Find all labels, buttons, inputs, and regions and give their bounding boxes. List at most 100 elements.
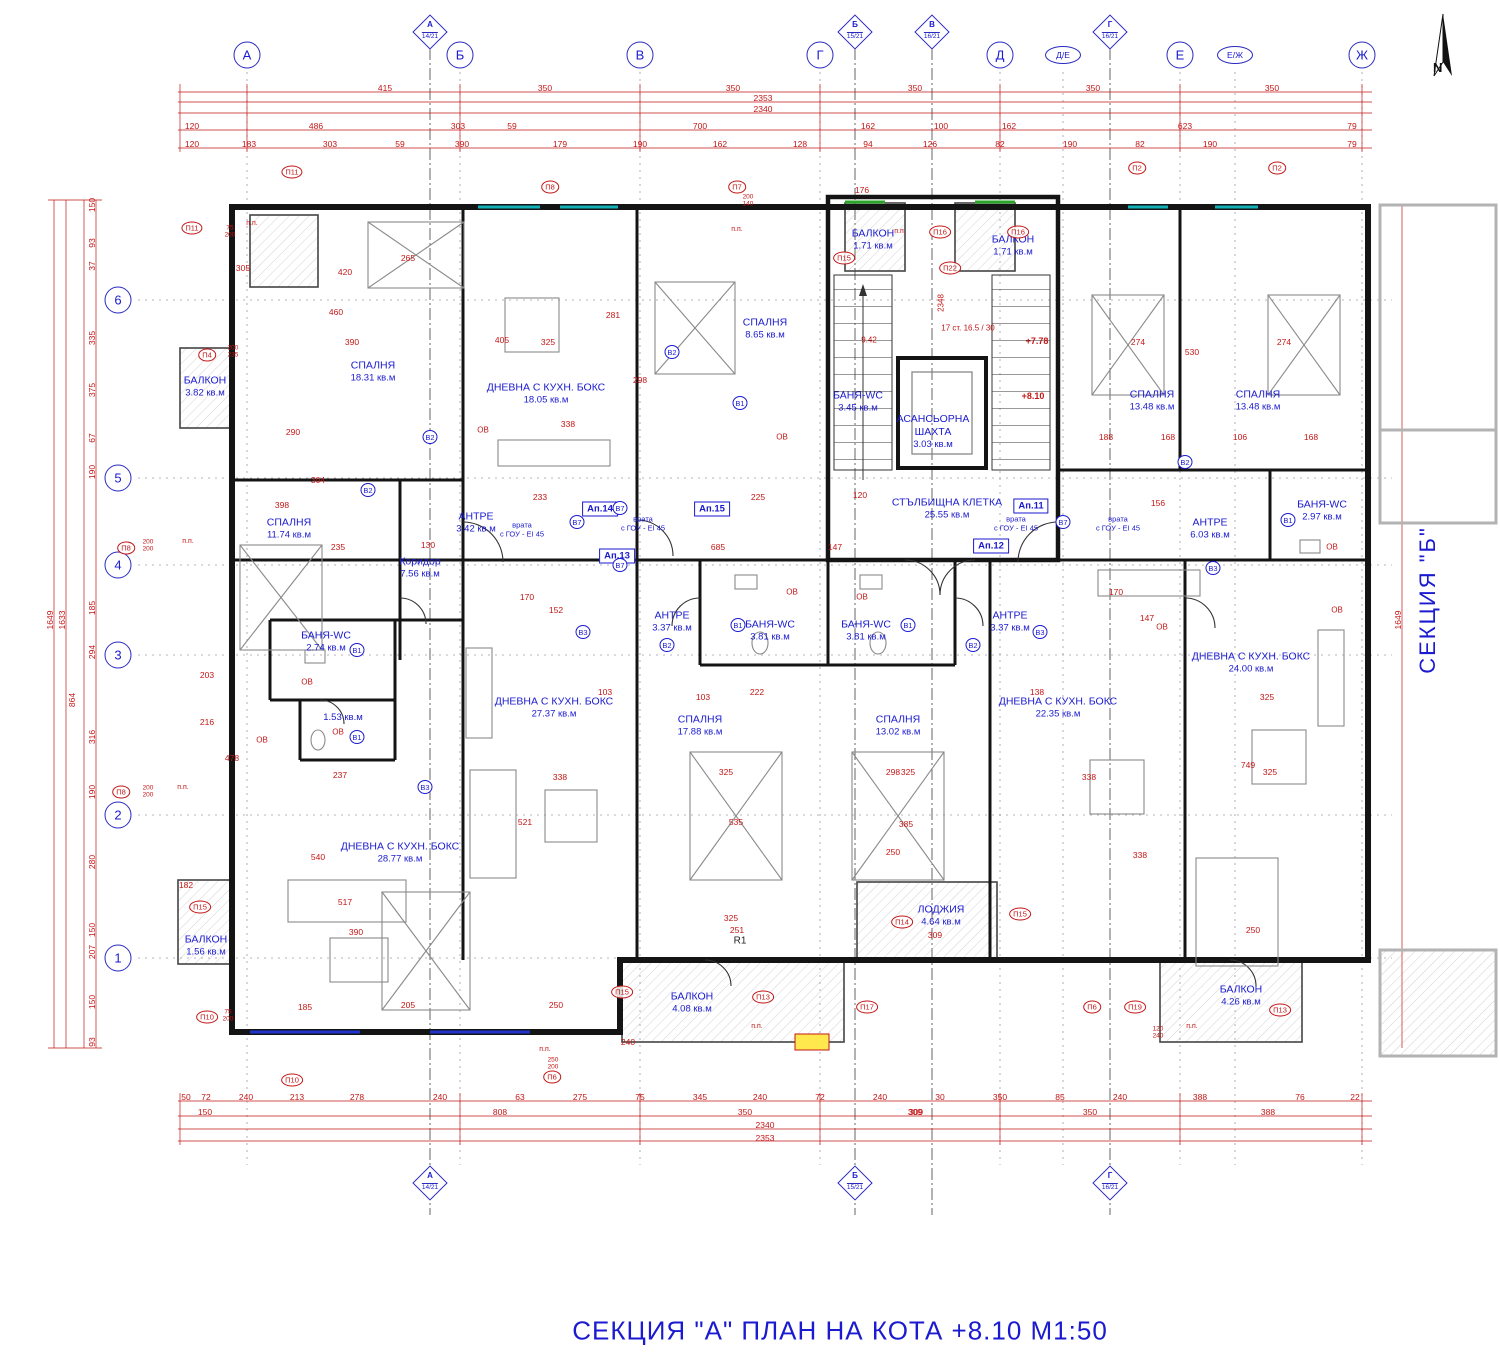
- panel-marker: П2: [1128, 161, 1146, 175]
- room-area: 13.02 кв.м: [875, 726, 921, 738]
- dimension-number: 338: [1132, 850, 1148, 860]
- panel-marker: П15: [1009, 907, 1031, 921]
- annotation-text: 120 240: [1152, 1025, 1164, 1040]
- dimension-number: 94: [863, 139, 873, 149]
- door-marker: В1: [900, 618, 916, 632]
- axis-label-top: А: [233, 41, 261, 69]
- dimension-number: 325: [718, 767, 734, 777]
- dimension-number: 120: [184, 139, 200, 149]
- door-marker: В7: [612, 501, 628, 515]
- section-marker-letter: А: [427, 20, 433, 29]
- room-area: 3.03 кв.м: [913, 439, 953, 451]
- panel-marker: П10: [196, 1010, 218, 1024]
- dimension-number: 213: [289, 1092, 305, 1102]
- room-name: БАНЯ-WC: [301, 629, 351, 642]
- dimension-number: 305: [235, 263, 251, 273]
- annotation-text: 9.42: [861, 335, 877, 345]
- dimension-number: 79: [1347, 139, 1357, 149]
- room-area: 17.88 кв.м: [677, 726, 723, 738]
- door-marker: В2: [664, 345, 680, 359]
- panel-marker: П2: [1268, 161, 1286, 175]
- section-marker-number: 14/21: [421, 32, 439, 40]
- dimension-number: 415: [377, 83, 393, 93]
- dimension-number: 350: [725, 83, 741, 93]
- annotation-text: ОВ: [1331, 605, 1343, 615]
- door-marker: В2: [360, 483, 376, 497]
- dimension-number: 309: [907, 1107, 923, 1117]
- dimension-number: 2340: [753, 104, 773, 114]
- dimension-number: 188: [1098, 432, 1114, 442]
- annotation-text: 200 140: [742, 193, 754, 208]
- annotation-text: п.п.: [1186, 1022, 1198, 1030]
- section-marker-letter: Г: [1107, 20, 1113, 29]
- axis-label-top: Д/Е: [1045, 46, 1081, 64]
- dimension-number: 168: [1303, 432, 1319, 442]
- dimension-number: 152: [548, 605, 564, 615]
- dimension-number: 251: [729, 925, 745, 935]
- dimension-number: 120: [184, 121, 200, 131]
- dimension-number: 685: [710, 542, 726, 552]
- room-name: СПАЛНЯ: [742, 316, 788, 329]
- section-marker: В 16/21: [914, 14, 950, 50]
- dimension-number: 126: [922, 139, 938, 149]
- panel-marker: П8: [112, 785, 130, 799]
- dimension-number: 250: [548, 1000, 564, 1010]
- dimension-number: 325: [1259, 692, 1275, 702]
- dimension-number: 76: [1295, 1092, 1305, 1102]
- dimension-number: 350: [1085, 83, 1101, 93]
- room-label: БАНЯ-WC 2.97 кв.м: [1297, 499, 1347, 524]
- dimension-number: 128: [792, 139, 808, 149]
- room-area: 3.37 кв.м: [990, 622, 1030, 634]
- room-label: СПАЛНЯ 13.48 кв.м: [1130, 389, 1175, 414]
- dimension-number: 106: [1232, 432, 1248, 442]
- door-marker: В2: [659, 638, 675, 652]
- dimension-number: 517: [337, 897, 353, 907]
- dimension-number: 240: [620, 1037, 636, 1047]
- room-label: АНТРЕ 3.37 кв.м: [990, 610, 1030, 635]
- outer-walls: [229, 204, 1371, 1035]
- room-name: ЛОДЖИЯ: [917, 903, 965, 916]
- room-label: БАЛКОН 1.71 кв.м: [852, 228, 895, 253]
- dimension-number: 385: [898, 819, 914, 829]
- room-area: 27.37 кв.м: [531, 708, 577, 720]
- room-area: 8.65 кв.м: [745, 329, 785, 341]
- room-area: 18.31 кв.м: [350, 372, 396, 384]
- panel-marker: П6: [543, 1070, 561, 1084]
- dimension-number: 156: [1150, 498, 1166, 508]
- dimension-number: 274: [1276, 337, 1292, 347]
- room-area: 11.74 кв.м: [266, 529, 312, 541]
- dimension-number: 150: [87, 994, 97, 1010]
- dimension-number: 2353: [755, 1133, 775, 1143]
- room-label: СПАЛНЯ 13.02 кв.м: [876, 714, 921, 739]
- dimension-number: 93: [87, 1037, 97, 1047]
- dimension-number: 540: [310, 852, 326, 862]
- dimension-number: 190: [1202, 139, 1218, 149]
- room-name: БАЛКОН: [184, 933, 228, 946]
- dimension-number: 85: [1055, 1092, 1065, 1102]
- dimension-number: 350: [1264, 83, 1280, 93]
- section-marker: Б 15/21: [837, 1165, 873, 1201]
- dimension-number: 183: [241, 139, 257, 149]
- axis-label-left: 6: [104, 286, 132, 314]
- dimension-number: 162: [860, 121, 876, 131]
- dimension-number: 345: [692, 1092, 708, 1102]
- room-area: 13.48 кв.м: [1235, 401, 1281, 413]
- annotation-text: врата с ГОУ - EI 45: [993, 514, 1039, 532]
- dimension-number: 190: [632, 139, 648, 149]
- room-label: ДНЕВНА С КУХН. БОКС 27.37 кв.м: [495, 696, 614, 721]
- dimension-number: 1633: [57, 610, 67, 630]
- dimension-number: 530: [1184, 347, 1200, 357]
- dimension-number: 147: [827, 542, 843, 552]
- room-label: СПАЛНЯ 17.88 кв.м: [678, 714, 723, 739]
- dimension-number: 59: [507, 121, 517, 131]
- annotation-text: 2348: [936, 294, 946, 312]
- dimension-number: 179: [552, 139, 568, 149]
- panel-marker: П15: [611, 985, 633, 999]
- dimension-number: 185: [297, 1002, 313, 1012]
- dimension-number: 93: [87, 238, 97, 248]
- dimension-number: 388: [1260, 1107, 1276, 1117]
- dimension-number: 205: [400, 1000, 416, 1010]
- panel-marker: П13: [1269, 1003, 1291, 1017]
- door-marker: В2: [965, 638, 981, 652]
